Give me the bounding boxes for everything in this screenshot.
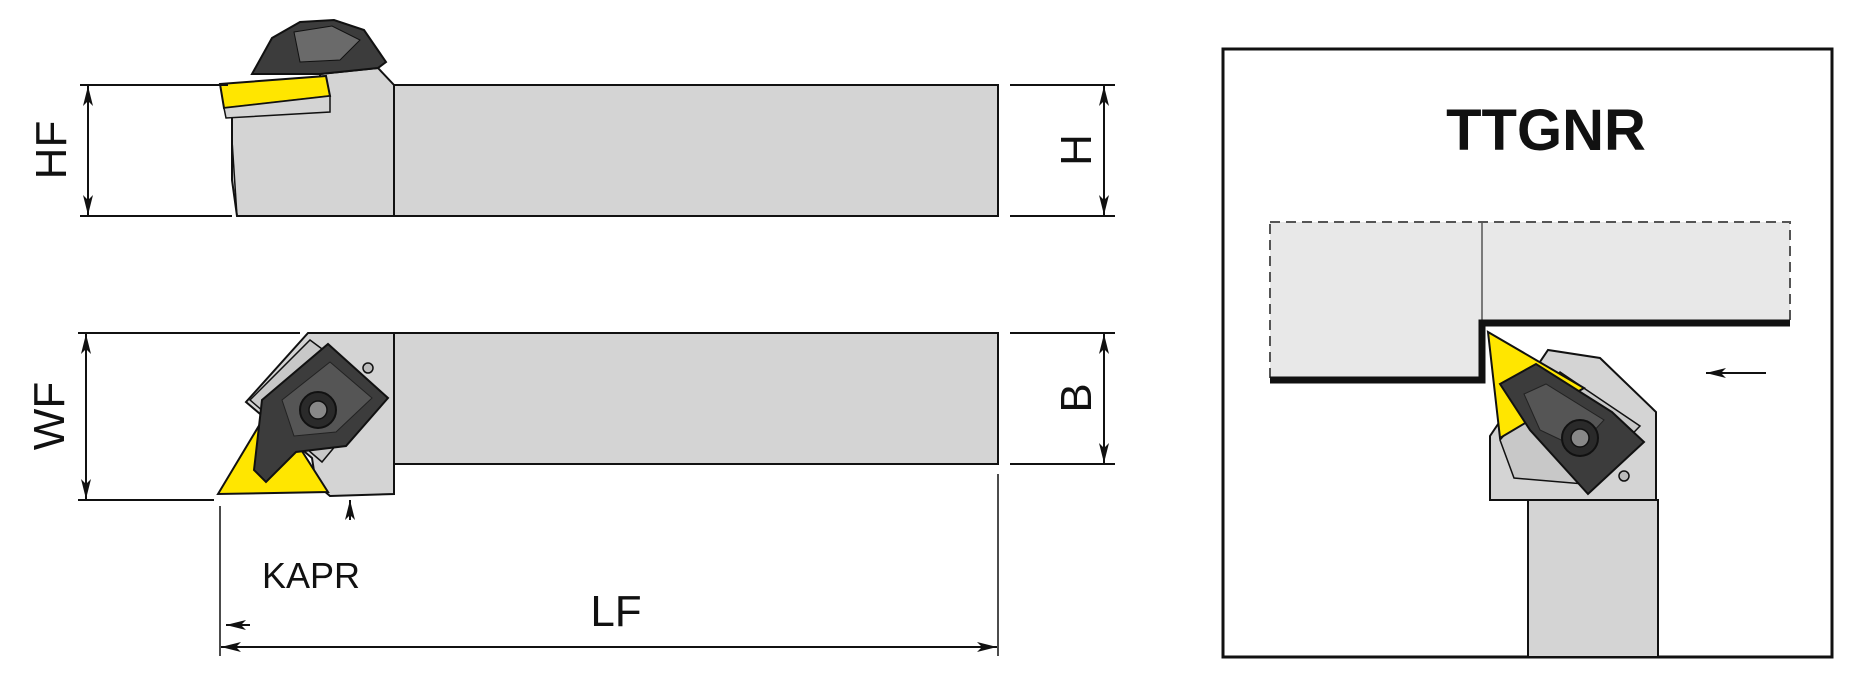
top-view: WF B KAPR LF — [25, 332, 1115, 656]
hf-label: HF — [27, 121, 76, 180]
side-view: HF H — [27, 18, 1115, 217]
application-box: TTGNR — [1221, 47, 1834, 659]
wf-label: WF — [25, 382, 74, 450]
h-label: H — [1052, 134, 1101, 166]
machined-surface — [1270, 319, 1790, 384]
box-tool-shank — [1527, 499, 1659, 658]
box-title: TTGNR — [1446, 98, 1646, 163]
side-shank — [393, 84, 999, 217]
b-label: B — [1052, 383, 1101, 412]
kapr-label: KAPR — [262, 555, 360, 596]
lf-label: LF — [590, 587, 641, 636]
top-shank — [393, 332, 999, 465]
